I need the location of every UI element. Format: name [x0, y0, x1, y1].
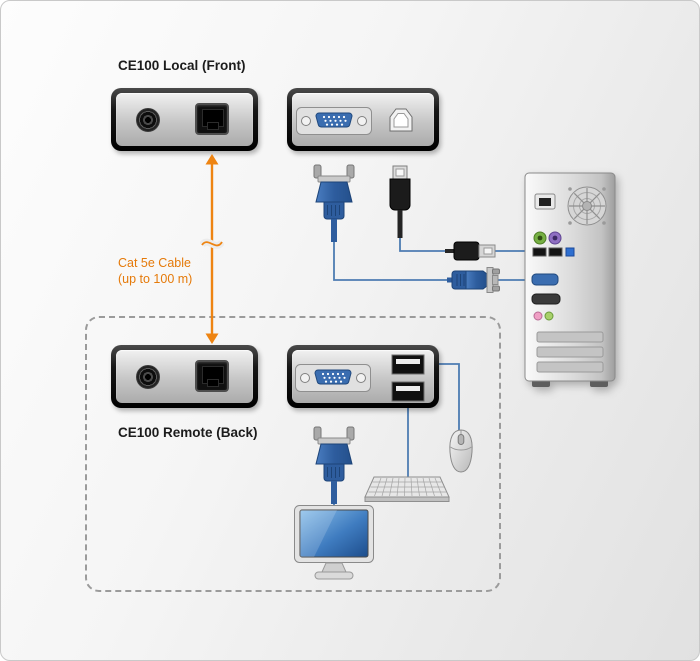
tower-body: [524, 172, 616, 382]
usb-b-port-icon: [389, 108, 413, 132]
usb-a-plug-icon: [445, 241, 496, 261]
remote-back-face: [292, 350, 434, 403]
remote-unit-title: CE100 Remote (Back): [118, 425, 258, 440]
line-local-vga-to-pc: [333, 237, 448, 281]
vga-pc-plug-icon: [447, 267, 500, 293]
double-arrow-icon: [200, 154, 224, 344]
ce100-remote-back-unit: [287, 345, 439, 408]
usb-ports-icon: [532, 247, 575, 257]
rj45-tab: [207, 379, 219, 387]
local-unit-title: CE100 Local (Front): [118, 58, 246, 73]
power-jack-icon: [136, 108, 160, 132]
power-jack-icon: [136, 365, 160, 389]
vga-plug-icon: [313, 426, 355, 504]
keyboard-icon: [364, 476, 450, 502]
vent-icon: [536, 331, 604, 373]
local-front-face: [116, 93, 253, 146]
ce100-remote-front-unit: [111, 345, 258, 408]
audio-jacks-icon: [533, 311, 554, 321]
cable-label: Cat 5e Cable (up to 100 m): [118, 255, 192, 287]
remote-group-box: [85, 316, 501, 592]
rj45-tab: [207, 122, 219, 130]
power-inlet-icon: [534, 193, 556, 210]
local-back-face: [292, 93, 434, 146]
monitor-icon: [294, 505, 374, 580]
cable-label-length: (up to 100 m): [118, 272, 193, 286]
cable-label-name: Cat 5e Cable: [118, 256, 191, 270]
vga-port-icon: [296, 107, 372, 135]
tower-vga-port-icon: [531, 273, 559, 286]
tower-serial-port-icon: [531, 293, 561, 305]
mouse-icon: [449, 429, 473, 473]
line-local-usb-to-pc: [399, 233, 446, 252]
ce100-local-front-unit: [111, 88, 258, 151]
rj45-port-icon: [195, 103, 229, 135]
pc-tower: [524, 172, 616, 387]
usb-b-plug-icon: [389, 165, 411, 238]
fan-icon: [567, 186, 607, 226]
remote-front-face: [116, 350, 253, 403]
ps2-ports-icon: [533, 231, 562, 245]
vga-plug-icon: [313, 164, 355, 242]
usb-a-ports-icon: [391, 354, 425, 402]
vga-port-icon: [295, 364, 371, 392]
rj45-port-icon: [195, 360, 229, 392]
ce100-local-back-unit: [287, 88, 439, 151]
